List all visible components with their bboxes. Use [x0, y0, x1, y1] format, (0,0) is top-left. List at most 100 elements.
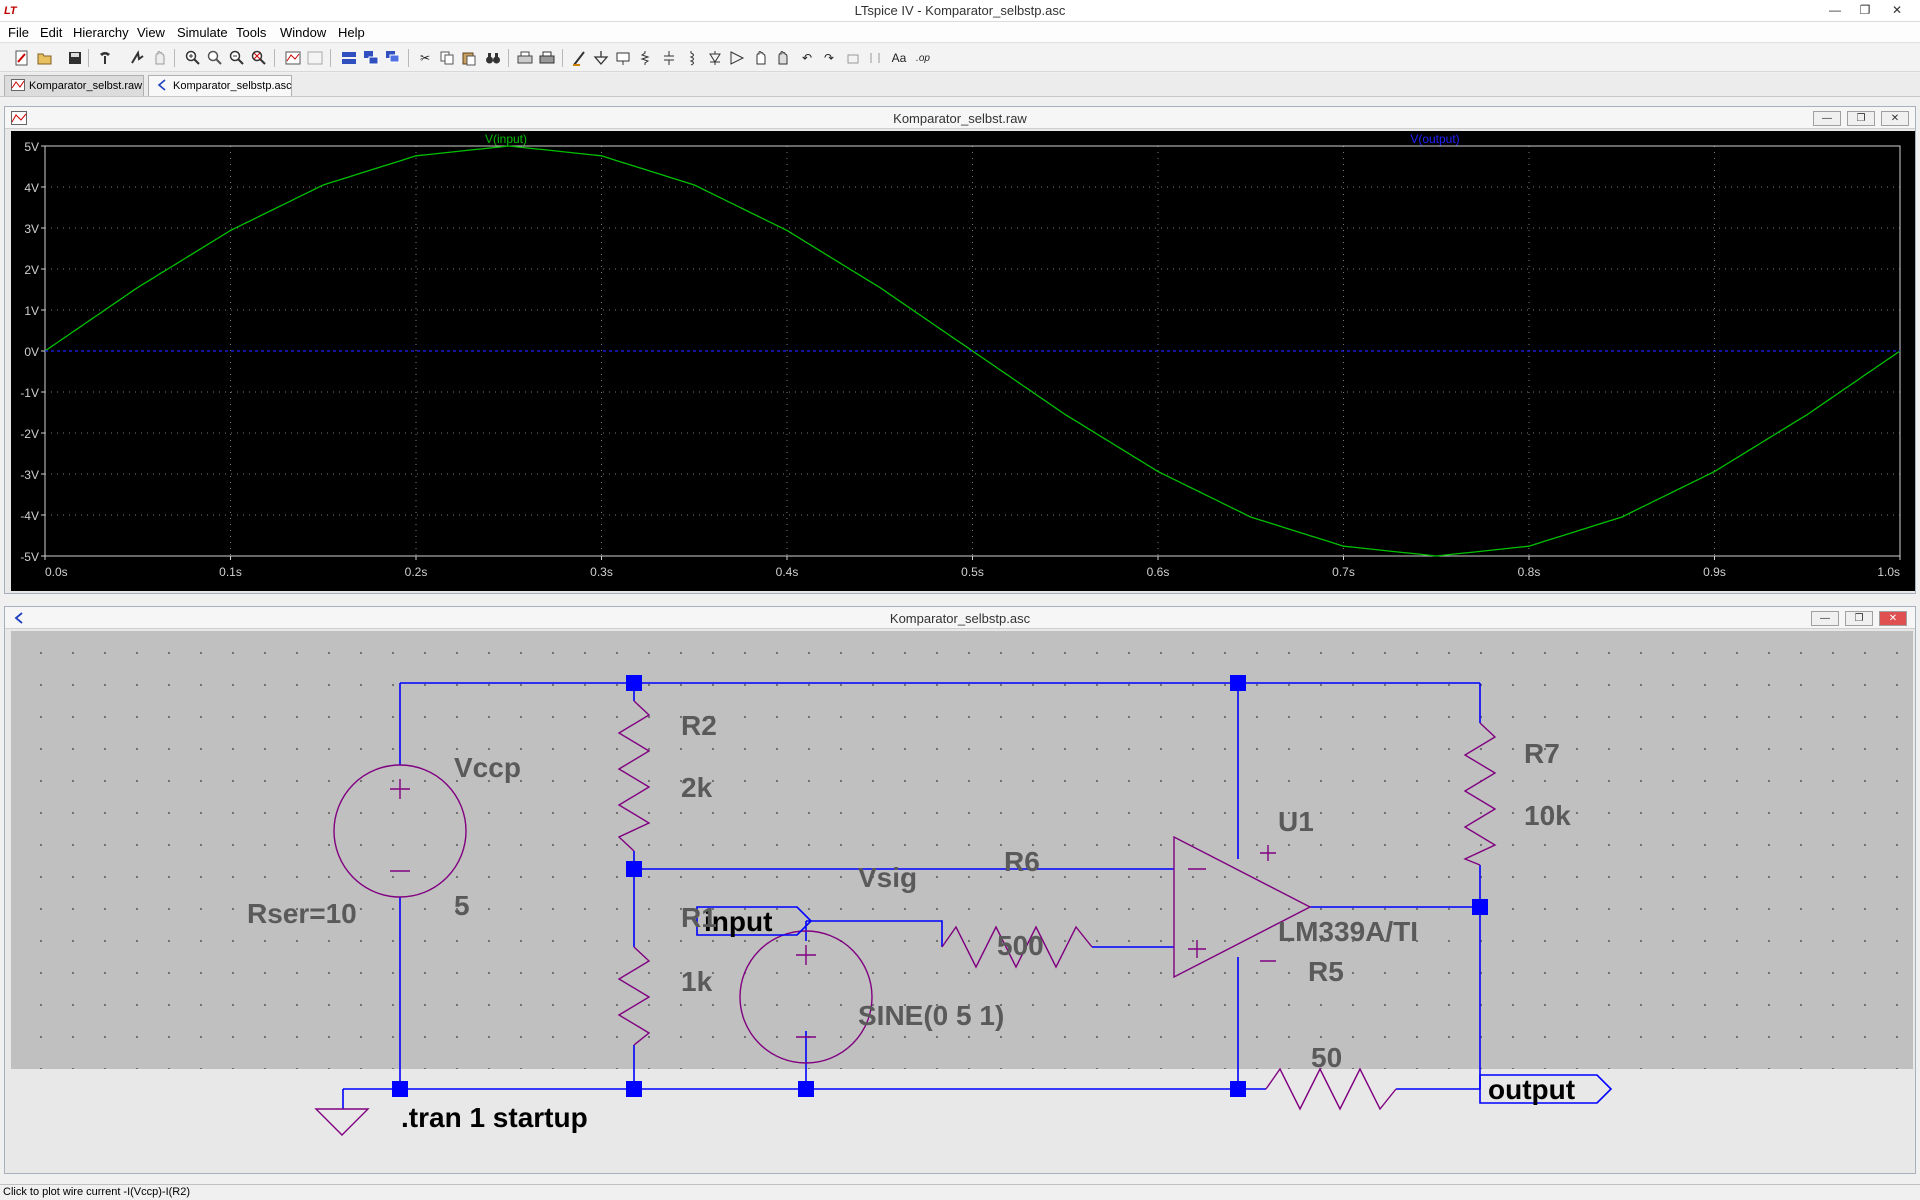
y-tick-label: -1V: [20, 386, 39, 400]
comparator-u1[interactable]: [1173, 835, 1312, 979]
input-net-flag[interactable]: input: [696, 906, 813, 937]
diode-icon[interactable]: [706, 49, 724, 67]
u1-name-label[interactable]: U1: [1278, 806, 1314, 837]
close-icon[interactable]: ✕: [1881, 111, 1909, 126]
wires[interactable]: [342, 682, 1481, 1109]
zoom-out-icon[interactable]: [228, 49, 246, 67]
menu-hierarchy[interactable]: Hierarchy: [73, 25, 129, 40]
label-icon[interactable]: [614, 49, 632, 67]
r1-name-label[interactable]: R1: [681, 902, 717, 933]
restore-icon[interactable]: ❐: [1847, 111, 1875, 126]
trace-label-v-output[interactable]: V(output): [1410, 132, 1459, 146]
x-tick-label: 0.9s: [1703, 565, 1726, 579]
cascade-icon[interactable]: [362, 49, 380, 67]
cut-icon[interactable]: ✂: [419, 51, 431, 65]
r1-value-label[interactable]: 1k: [681, 966, 713, 997]
document-tab-bar: Komparator_selbst.raw Komparator_selbstp…: [0, 73, 1920, 97]
resistor-r1[interactable]: [617, 946, 651, 1046]
r2-name-label[interactable]: R2: [681, 710, 717, 741]
marker-icon[interactable]: [306, 49, 324, 67]
resistor-r5[interactable]: [1265, 1067, 1397, 1111]
copy-icon[interactable]: [438, 49, 456, 67]
tab-komparator-asc[interactable]: Komparator_selbstp.asc: [148, 75, 292, 96]
restore-icon[interactable]: ❐: [1859, 3, 1871, 17]
find-icon[interactable]: [484, 49, 502, 67]
r5-name-label[interactable]: R5: [1308, 956, 1344, 987]
components[interactable]: [314, 700, 1497, 1136]
wire-icon[interactable]: [570, 49, 588, 67]
toolbar: ✂ ↶ ↷ Aa .op: [0, 44, 1920, 72]
minimize-icon[interactable]: —: [1813, 111, 1841, 126]
mirror-icon[interactable]: [866, 49, 884, 67]
r2-value-label[interactable]: 2k: [681, 772, 713, 803]
new-schematic-icon[interactable]: [13, 49, 31, 67]
resistor-r7[interactable]: [1463, 722, 1497, 866]
menu-file[interactable]: File: [8, 25, 29, 40]
open-icon[interactable]: [36, 49, 54, 67]
output-net-flag[interactable]: output: [1479, 1074, 1613, 1105]
spice-directive[interactable]: .tran 1 startup: [401, 1102, 588, 1133]
menu-view[interactable]: View: [137, 25, 165, 40]
resistor-r2[interactable]: [617, 700, 651, 852]
r6-value-label[interactable]: 500: [997, 930, 1044, 961]
redo-icon[interactable]: ↷: [823, 51, 835, 65]
control-panel-icon[interactable]: [96, 49, 114, 67]
halt-icon[interactable]: [150, 49, 168, 67]
menu-simulate[interactable]: Simulate: [177, 25, 228, 40]
schematic-canvas[interactable]: input output Vccp 5 Rser=10: [11, 631, 1913, 1136]
restore-icon[interactable]: ❐: [1845, 611, 1873, 626]
rotate-icon[interactable]: [844, 49, 862, 67]
tile-vertical-icon[interactable]: [384, 49, 402, 67]
vccp-rser-label[interactable]: Rser=10: [247, 898, 357, 929]
inductor-icon[interactable]: [682, 49, 700, 67]
close-icon[interactable]: ✕: [1879, 611, 1907, 626]
text-icon[interactable]: Aa: [891, 51, 907, 65]
vccp-value-label[interactable]: 5: [454, 890, 470, 921]
resistor-icon[interactable]: [636, 49, 654, 67]
menu-edit[interactable]: Edit: [40, 25, 63, 40]
run-icon[interactable]: [128, 49, 146, 67]
spice-directive-icon[interactable]: .op: [916, 52, 930, 64]
resistor-r6[interactable]: [941, 925, 1093, 969]
undo-icon[interactable]: ↶: [801, 51, 813, 65]
vsig-value-label[interactable]: SINE(0 5 1): [858, 1000, 1004, 1031]
paste-icon[interactable]: [460, 49, 478, 67]
schematic-drawing[interactable]: input output Vccp 5 Rser=10: [11, 631, 1913, 1171]
minimize-icon[interactable]: —: [1811, 611, 1839, 626]
menu-tools[interactable]: Tools: [236, 25, 267, 40]
ground-symbol[interactable]: [314, 1108, 370, 1136]
vccp-name-label[interactable]: Vccp: [454, 752, 521, 783]
autorange-icon[interactable]: [284, 49, 302, 67]
ground-icon[interactable]: [592, 49, 610, 67]
r7-name-label[interactable]: R7: [1524, 738, 1560, 769]
drag-icon[interactable]: [774, 49, 792, 67]
capacitor-icon[interactable]: [660, 49, 678, 67]
r6-name-label[interactable]: R6: [1004, 846, 1040, 877]
r7-value-label[interactable]: 10k: [1524, 800, 1571, 831]
component-icon[interactable]: [728, 49, 746, 67]
trace-vinput[interactable]: [44, 145, 1901, 557]
tile-horizontal-icon[interactable]: [340, 49, 358, 67]
close-icon[interactable]: ✕: [1891, 3, 1903, 17]
move-icon[interactable]: [752, 49, 770, 67]
vccp-voltage-source[interactable]: [333, 764, 467, 898]
u1-value-label[interactable]: LM339A/TI: [1278, 916, 1418, 947]
print-icon[interactable]: [538, 49, 556, 67]
zoom-full-icon[interactable]: [206, 49, 224, 67]
vsig-voltage-source[interactable]: [739, 930, 873, 1064]
zoom-in-icon[interactable]: [184, 49, 202, 67]
print-preview-icon[interactable]: [516, 49, 534, 67]
zoom-fit-icon[interactable]: [250, 49, 268, 67]
menu-help[interactable]: Help: [338, 25, 365, 40]
trace-label-v-input[interactable]: V(input): [485, 132, 527, 146]
wire-vsig-r6[interactable]: [806, 920, 943, 947]
vsig-name-label[interactable]: Vsig: [858, 862, 917, 893]
r5-value-label[interactable]: 50: [1311, 1042, 1342, 1073]
tab-komparator-raw[interactable]: Komparator_selbst.raw: [4, 75, 144, 96]
minimize-icon[interactable]: —: [1829, 3, 1841, 17]
save-icon[interactable]: [66, 49, 84, 67]
menu-window[interactable]: Window: [280, 25, 327, 40]
